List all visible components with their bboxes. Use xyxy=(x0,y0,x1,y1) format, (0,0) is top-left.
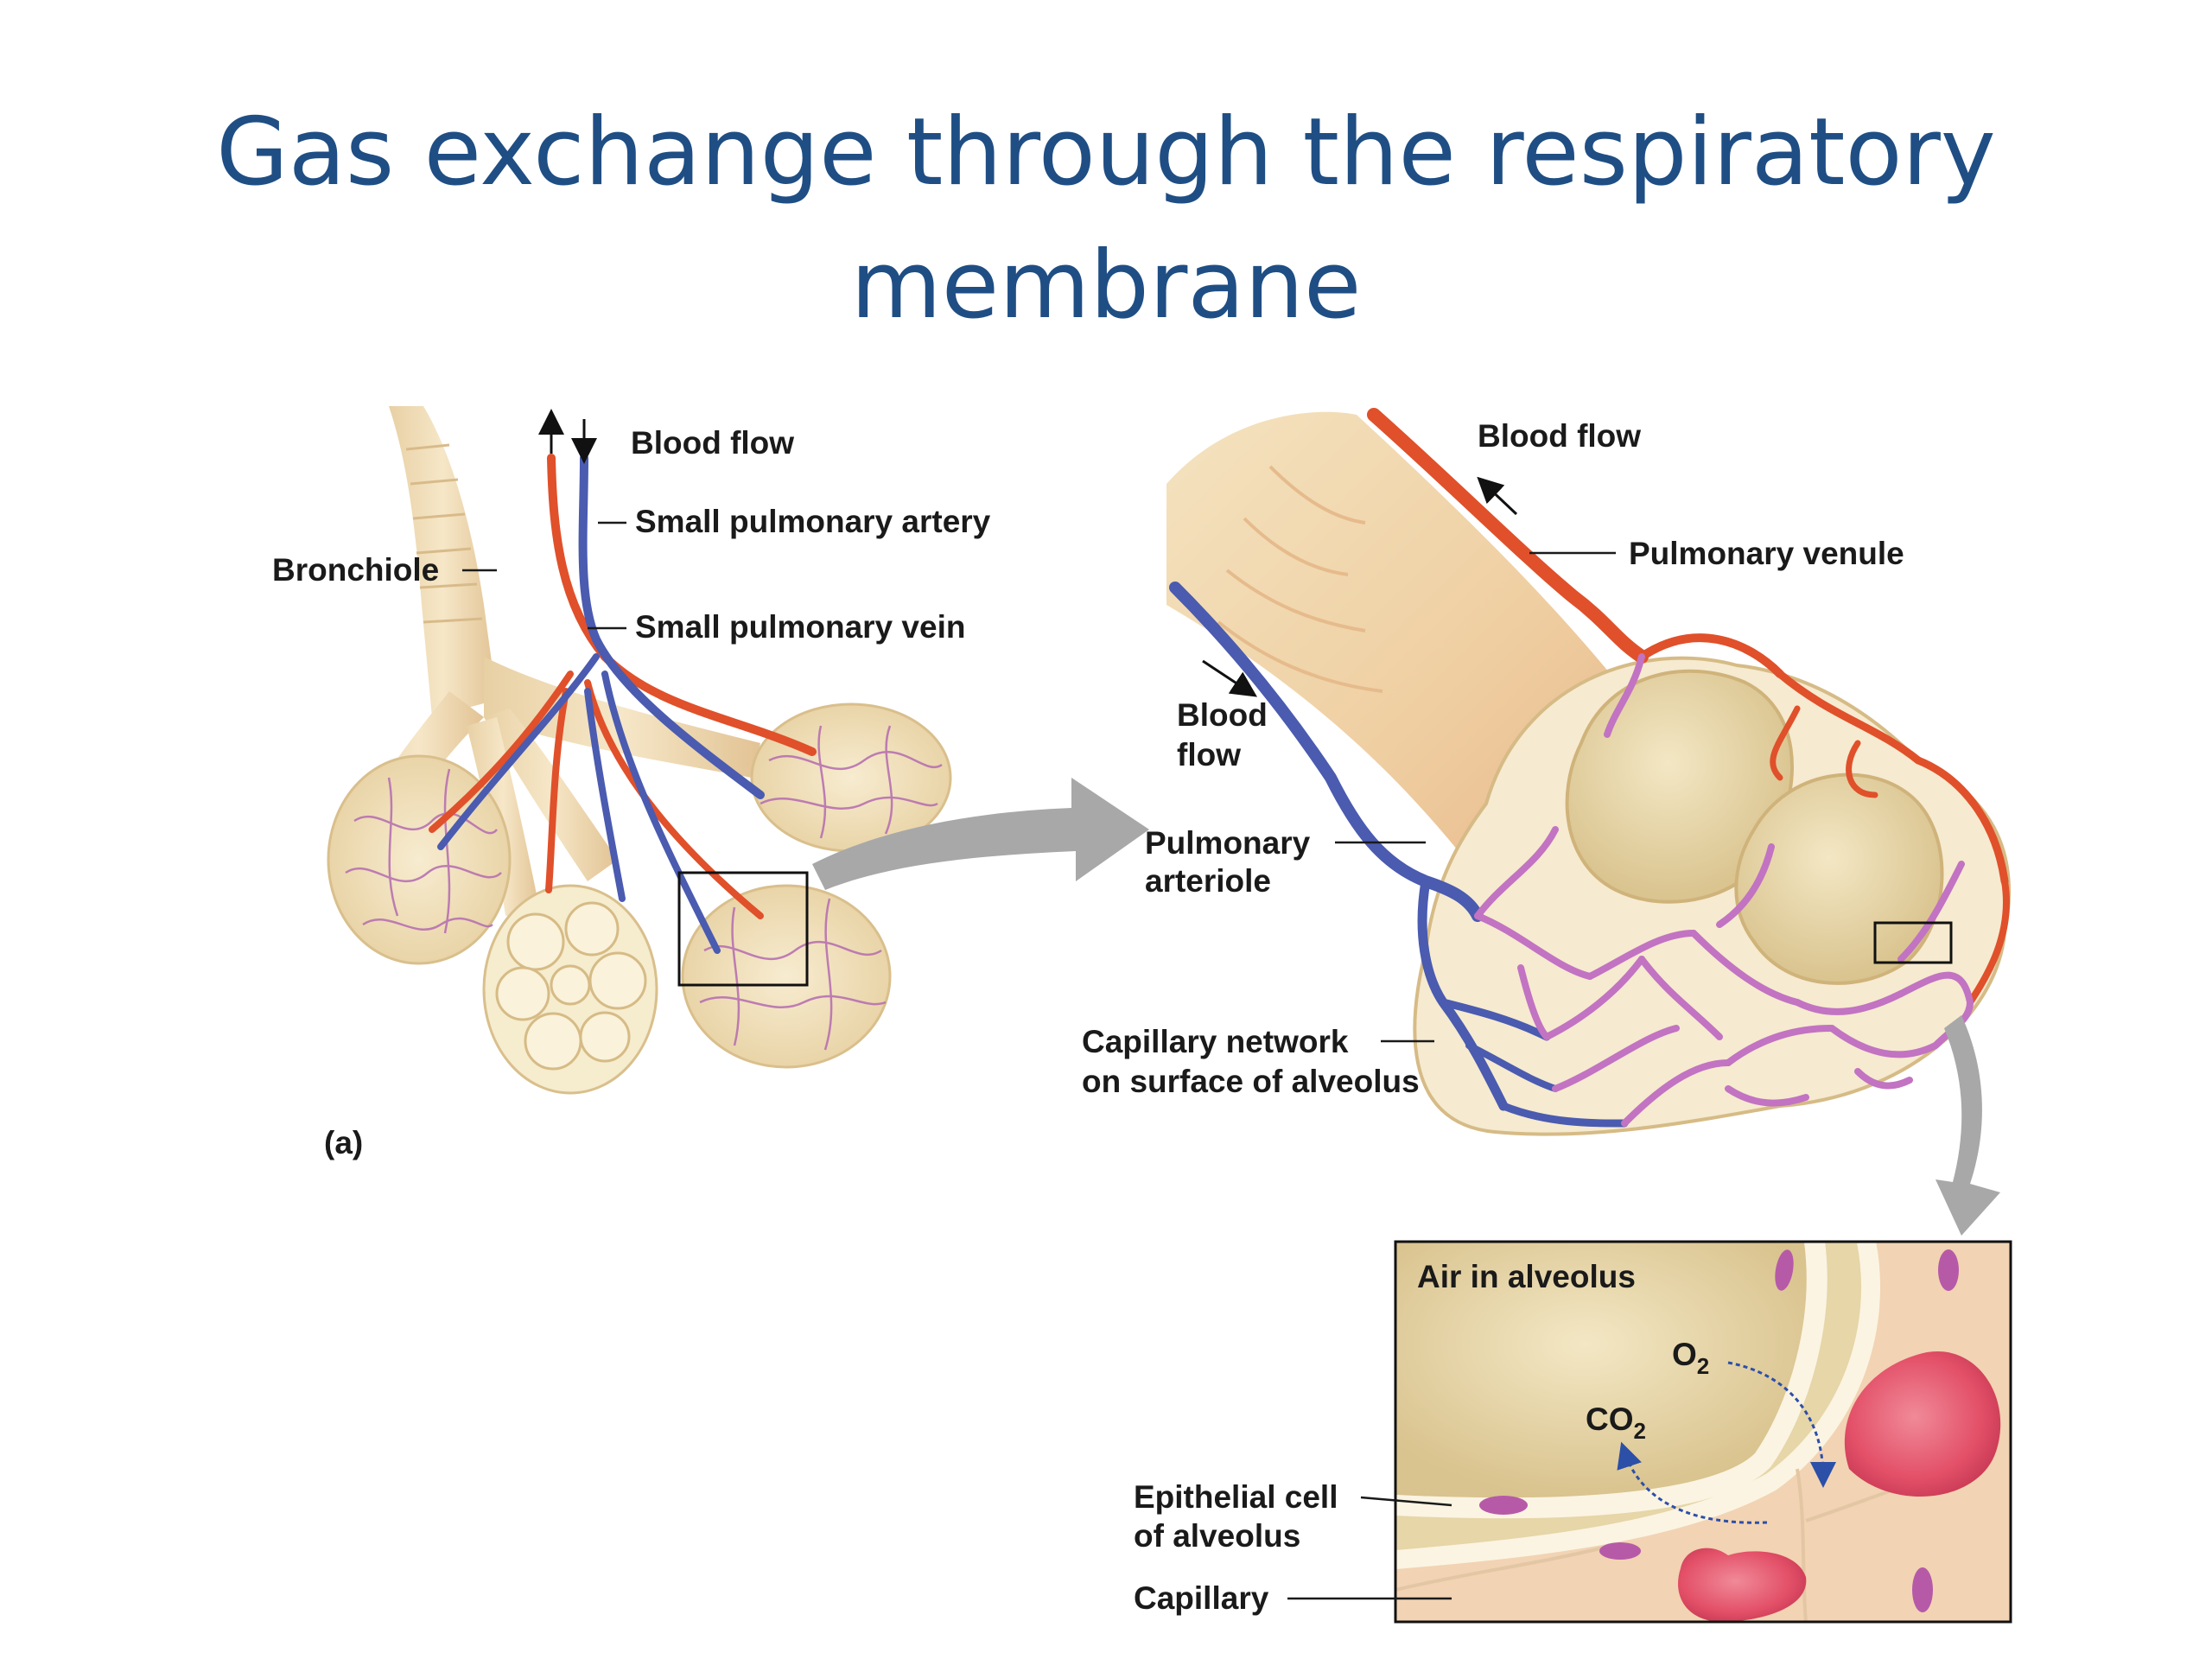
label-o2: O2 xyxy=(1672,1337,1709,1379)
o2-diffusion-arrow xyxy=(1727,1361,1836,1488)
co2-symbol: CO xyxy=(1586,1402,1634,1437)
label-air-in-alveolus: Air in alveolus xyxy=(1417,1259,1636,1294)
label-capillary-network-2: on surface of alveolus xyxy=(1082,1064,1420,1099)
blood-flow-arrow-venule xyxy=(1477,476,1518,516)
label-pulmonary-arteriole-1: Pulmonary xyxy=(1145,825,1311,861)
panel-b-venule xyxy=(1367,408,2010,1006)
blood-flow-arrow-arteriole xyxy=(1202,659,1258,697)
label-epithelial-cell-2: of alveolus xyxy=(1134,1518,1300,1554)
panel-label-a: (a) xyxy=(324,1125,363,1160)
alveolar-sacs xyxy=(327,702,952,1095)
label-blood-flow-a: Blood flow xyxy=(631,425,794,461)
panel-a-vessels xyxy=(429,454,817,954)
label-small-pulmonary-vein: Small pulmonary vein xyxy=(635,609,965,645)
o2-subscript: 2 xyxy=(1697,1353,1709,1379)
panel-b-arteriole xyxy=(1169,582,1629,1128)
epithelial-nuclei xyxy=(1479,1249,1959,1612)
label-co2: CO2 xyxy=(1586,1402,1646,1444)
label-pulmonary-venule: Pulmonary venule xyxy=(1629,536,1904,571)
panel-c-inset: Air in alveolus O2 CO2 Epithelial cell o… xyxy=(1134,1240,2012,1624)
o2-symbol: O xyxy=(1672,1337,1697,1372)
label-epithelial-cell-1: Epithelial cell xyxy=(1134,1479,1338,1515)
zoom-arrow-1 xyxy=(812,778,1149,890)
label-bronchiole: Bronchiole xyxy=(272,552,439,588)
label-pulmonary-arteriole-2: arteriole xyxy=(1145,863,1271,899)
label-capillary-network-1: Capillary network xyxy=(1082,1024,1349,1059)
co2-subscript: 2 xyxy=(1634,1418,1646,1444)
label-blood-flow-b-left-2: flow xyxy=(1177,737,1241,772)
slide-title: Gas exchange through the respiratory mem… xyxy=(0,86,2212,353)
zoom-arrow-2 xyxy=(1936,1015,2000,1236)
panel-b: Blood flow Pulmonary venule Blood flow P… xyxy=(1082,408,2012,1136)
co2-diffusion-arrow xyxy=(1617,1441,1768,1524)
zoom-box xyxy=(677,871,809,987)
zoom-box-b xyxy=(1873,921,1953,964)
label-small-pulmonary-artery: Small pulmonary artery xyxy=(635,504,991,539)
panel-b-capillaries xyxy=(1474,653,1974,1127)
red-blood-cells xyxy=(1678,1351,2001,1622)
label-blood-flow-b-top: Blood flow xyxy=(1478,418,1641,454)
title-line-2: membrane xyxy=(850,232,1362,340)
panel-a: Blood flow Small pulmonary artery Small … xyxy=(272,406,991,1160)
label-capillary: Capillary xyxy=(1134,1580,1269,1616)
title-line-1: Gas exchange through the respiratory xyxy=(216,99,1996,207)
label-blood-flow-b-left-1: Blood xyxy=(1177,697,1268,733)
